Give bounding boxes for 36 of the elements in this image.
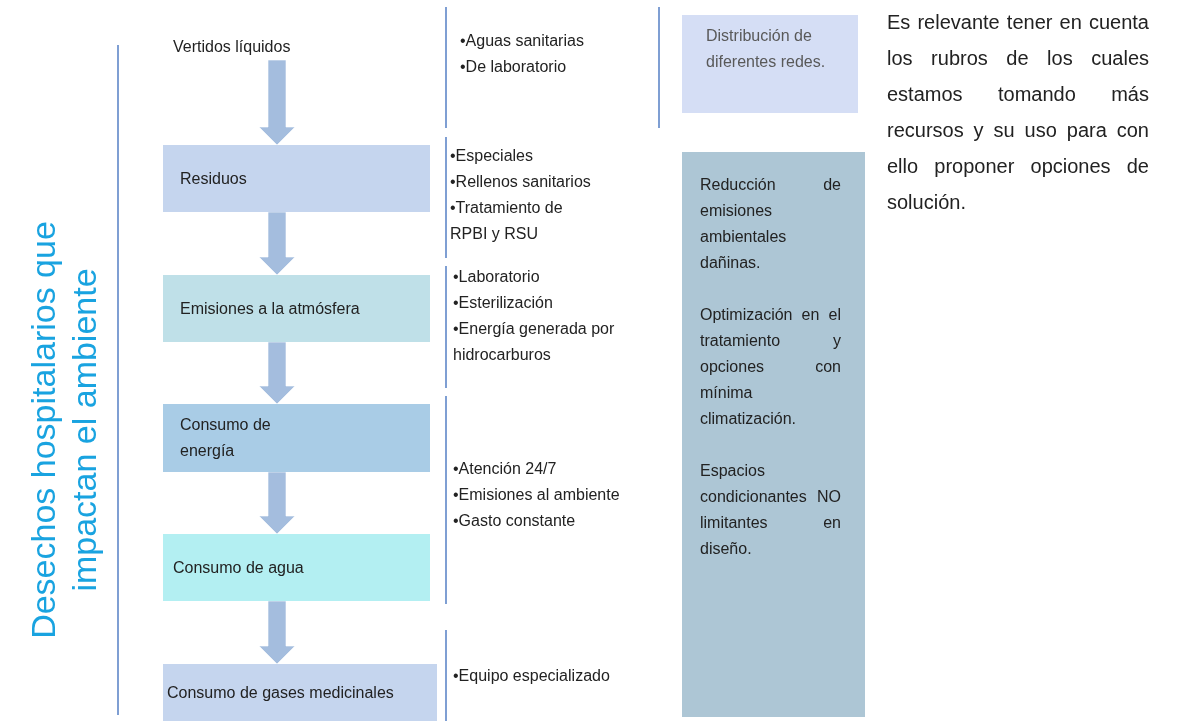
box-text: Distribución de diferentes redes.: [706, 26, 827, 72]
block-arrow: [258, 600, 296, 665]
box-text: Emisiones a la atmósfera: [180, 298, 361, 319]
bullet-item: •Especiales: [450, 146, 533, 166]
block-arrow: [258, 211, 296, 276]
process-box: [163, 664, 437, 721]
process-box: [163, 534, 430, 601]
bullet-item: •De laboratorio: [460, 57, 567, 77]
bullet-item: •Tratamiento de RPBI y RSU: [450, 198, 564, 244]
side-panel: [682, 152, 865, 717]
bullet-item: •Emisiones al ambiente: [453, 485, 620, 505]
panel-text: Optimización en el tratamiento y opciones con mínima climatización.: [700, 305, 841, 429]
bullet-item: •Esterilización: [453, 293, 553, 313]
bullet-item: •Equipo especializado: [453, 666, 610, 686]
box-text: Consumo de agua: [173, 557, 305, 578]
block-arrow: [258, 341, 296, 405]
note-paragraph: Es relevante tener en cuenta los rubros de los cuales estamos tomando más recursos y su uso para con ello proponer opciones de solución.: [887, 10, 1149, 215]
box-text: Residuos: [180, 168, 248, 189]
vertical-title: Desechos hospitalarios que impactan el ambiente: [23, 220, 104, 641]
box-text: Consumo de gases medicinales: [167, 682, 395, 703]
process-box: [163, 275, 430, 342]
block-arrow: [258, 59, 296, 146]
bullet-item: •Atención 24/7: [453, 459, 557, 479]
panel-text: Reducción de emisiones ambientales dañinas.: [700, 175, 841, 273]
note-box: [682, 15, 858, 113]
step-label: Vertidos líquidos: [173, 37, 292, 57]
bullet-item: •Rellenos sanitarios: [450, 172, 591, 192]
bullet-item: •Gasto constante: [453, 511, 576, 531]
bullet-item: •Laboratorio: [453, 267, 540, 287]
process-box: [163, 145, 430, 212]
process-box: [163, 404, 430, 472]
box-text: Consumo de energía: [180, 415, 272, 461]
bullet-item: •Aguas sanitarias: [460, 31, 584, 51]
panel-text: Espacios condicionantes NO limitantes en diseño.: [700, 461, 841, 559]
block-arrow: [258, 471, 296, 535]
bullet-item: •Energía generada por hidrocarburos: [453, 319, 616, 365]
